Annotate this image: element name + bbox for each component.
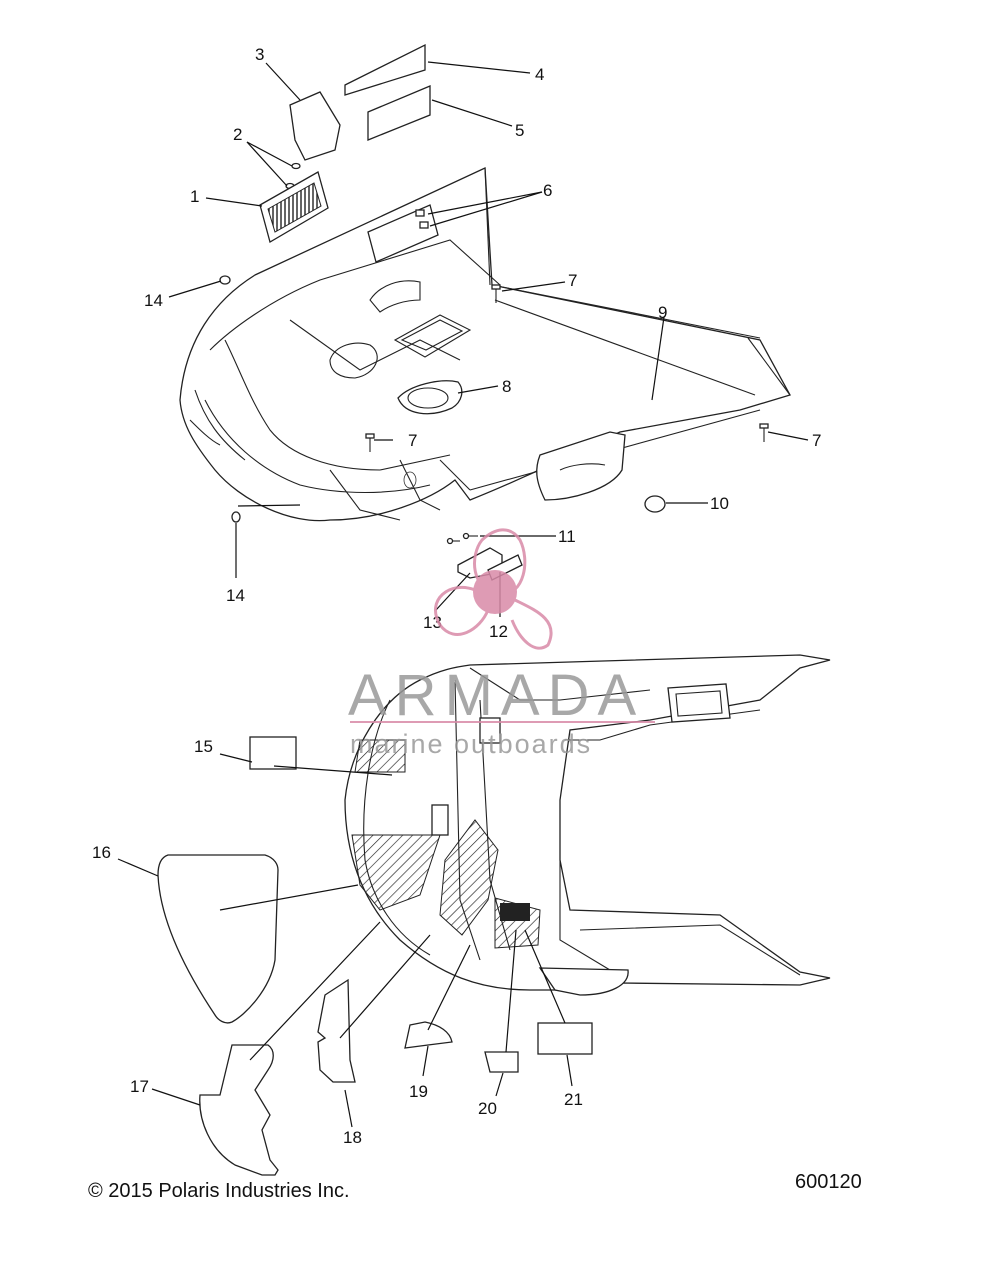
- callout-1: 1: [190, 187, 199, 206]
- diagram-number: 600120: [795, 1171, 862, 1193]
- callout-8: 8: [502, 377, 511, 396]
- part-16-panel: [157, 854, 279, 1024]
- part-5-decal: [367, 85, 431, 141]
- part-18-panel: [317, 978, 356, 1083]
- part-20-decal: [484, 1051, 519, 1073]
- callout-17: 17: [130, 1077, 149, 1096]
- part-15-decal: [249, 736, 297, 770]
- callout-20: 20: [478, 1099, 497, 1118]
- part-4-decal: [344, 43, 426, 96]
- copyright-text: © 2015 Polaris Industries Inc.: [88, 1180, 350, 1202]
- callout-18: 18: [343, 1128, 362, 1147]
- propeller-logo: [433, 528, 553, 650]
- upper-hood-assembly: [179, 167, 791, 522]
- part-8-speaker-ring: [397, 380, 463, 415]
- callout-7-top: 7: [568, 271, 577, 290]
- callout-3: 3: [255, 45, 264, 64]
- leader-lines: [117, 61, 809, 1128]
- part-17-panel: [199, 1044, 279, 1176]
- callout-19: 19: [409, 1082, 428, 1101]
- callout-7-mid: 7: [408, 431, 417, 450]
- part-14-grommet-upper: [219, 275, 231, 285]
- callout-4: 4: [535, 65, 544, 84]
- part-11-screws: [446, 532, 478, 545]
- callout-11: 11: [558, 527, 576, 546]
- watermark-tagline: marine outboards: [350, 729, 592, 759]
- callout-12: 12: [489, 622, 508, 641]
- callout-21: 21: [564, 1090, 583, 1109]
- callout-16: 16: [92, 843, 111, 862]
- callout-6: 6: [543, 181, 552, 200]
- part-19-panel: [404, 1021, 453, 1049]
- callout-5: 5: [515, 121, 524, 140]
- part-10-cap: [644, 495, 666, 513]
- callout-14-bottom: 14: [226, 586, 245, 605]
- watermark-brand: ARMADA: [348, 663, 644, 728]
- callout-labels: 1 2 3 4 5 6 7 7 7 8 9 10 11 12 13 14 14 …: [92, 45, 821, 1147]
- armada-watermark: ARMADA marine outboards: [348, 528, 655, 759]
- callout-7-right: 7: [812, 431, 821, 450]
- callout-2: 2: [233, 125, 242, 144]
- callout-9: 9: [658, 303, 667, 322]
- part-1-vent-grille: [259, 171, 329, 243]
- part-3-decal: [289, 91, 341, 161]
- part-21-decal: [537, 1022, 593, 1055]
- part-7-fasteners: [365, 284, 769, 452]
- part-14-grommet-lower: [231, 511, 241, 523]
- callout-10: 10: [710, 494, 729, 513]
- callout-15: 15: [194, 737, 213, 756]
- callout-14-top: 14: [144, 291, 163, 310]
- lower-hull-assembly: [344, 654, 831, 996]
